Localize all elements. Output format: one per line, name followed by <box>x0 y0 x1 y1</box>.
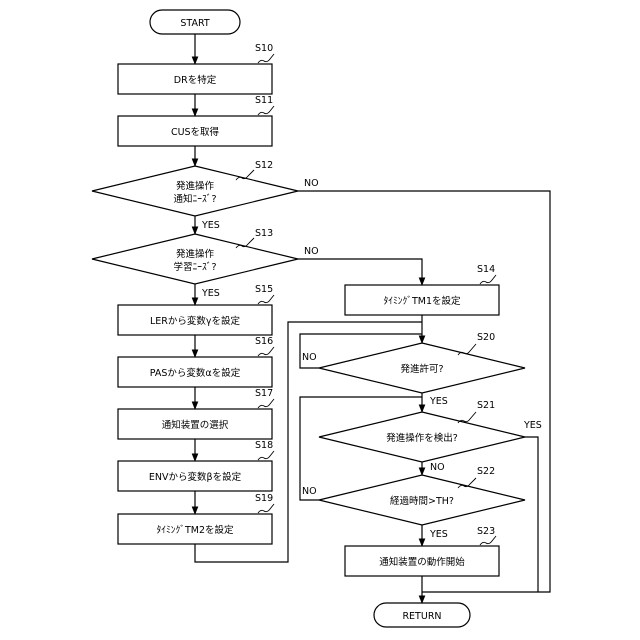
step-id-s17: S17 <box>255 388 273 399</box>
step-s23-text: 通知装置の動作開始 <box>379 556 465 568</box>
leader-s14 <box>480 275 496 284</box>
step-id-s23: S23 <box>477 526 495 537</box>
step-id-s20: S20 <box>477 332 495 343</box>
step-id-s11: S11 <box>255 95 273 106</box>
s22-yes-label: YES <box>429 529 448 540</box>
step-s19-text: ﾀｲﾐﾝｸﾞTM2を設定 <box>156 524 234 536</box>
step-s14-text: ﾀｲﾐﾝｸﾞTM1を設定 <box>383 295 461 307</box>
step-id-s22: S22 <box>477 466 495 477</box>
s12-no-label: NO <box>304 178 319 189</box>
s20-no-label: NO <box>302 352 317 363</box>
leader-s16 <box>258 347 274 356</box>
step-s18-text: ENVから変数βを設定 <box>149 471 242 483</box>
s21-yes-label: YES <box>523 420 542 431</box>
leader-s18 <box>258 451 274 460</box>
step-s10-text: DRを特定 <box>174 74 217 86</box>
arrow-s13-no-s14 <box>298 259 422 285</box>
leader-s11 <box>258 106 274 115</box>
step-id-s18: S18 <box>255 440 273 451</box>
s12-yes-label: YES <box>201 220 220 231</box>
step-s11-text: CUSを取得 <box>171 126 220 138</box>
step-id-s15: S15 <box>255 284 273 295</box>
step-id-s10: S10 <box>255 43 273 54</box>
step-id-s16: S16 <box>255 336 273 347</box>
leader-s17 <box>258 399 274 408</box>
leader-s10 <box>258 54 274 63</box>
decision-s20-text: 発進許可? <box>400 363 443 375</box>
leader-s15 <box>258 295 274 304</box>
step-id-s13: S13 <box>255 228 273 239</box>
arrow-s21-yes <box>525 437 538 592</box>
leader-s23 <box>480 536 496 545</box>
decision-s21-text: 発進操作を検出? <box>386 432 458 444</box>
s22-no-label: NO <box>302 486 317 497</box>
s13-yes-label: YES <box>201 288 220 299</box>
start-label: START <box>180 18 210 29</box>
step-s16-text: PASから変数αを設定 <box>150 367 241 379</box>
s21-no-label: NO <box>430 462 445 473</box>
decision-s13-line2: 学習ﾆｰｽﾞ? <box>173 261 216 273</box>
step-id-s14: S14 <box>477 264 495 275</box>
decision-s13-line1: 発進操作 <box>176 248 215 260</box>
step-id-s19: S19 <box>255 493 273 504</box>
s13-no-label: NO <box>304 246 319 257</box>
s20-yes-label: YES <box>429 396 448 407</box>
decision-s22-text: 経過時間>TH? <box>390 495 454 507</box>
leader-s19 <box>258 504 274 513</box>
step-s15-text: LERから変数γを設定 <box>150 315 241 327</box>
step-id-s12: S12 <box>255 160 273 171</box>
return-label: RETURN <box>402 611 441 622</box>
step-s17-text: 通知装置の選択 <box>162 419 229 431</box>
decision-s12-line1: 発進操作 <box>176 180 215 192</box>
step-id-s21: S21 <box>477 400 495 411</box>
decision-s12-line2: 通知ﾆｰｽﾞ? <box>173 193 216 205</box>
